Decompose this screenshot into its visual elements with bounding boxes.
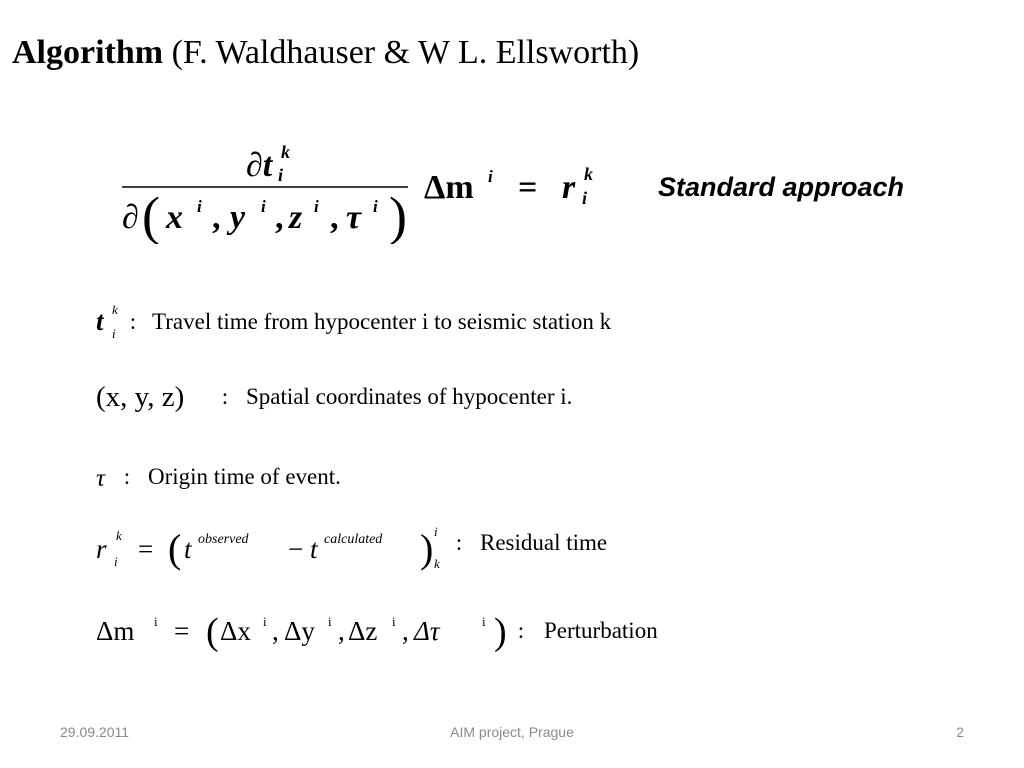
title-bold: Algorithm [12, 34, 164, 71]
pert-dtau: Δτ [413, 616, 441, 646]
pert-dx-sup: i [263, 614, 267, 629]
coords-desc: Spatial coordinates of hypocenter i. [246, 384, 572, 409]
rhs-r-sub: i [582, 188, 587, 208]
residual-desc: Residual time [480, 530, 607, 555]
coords-symbol: (x, y, z) [96, 381, 184, 413]
delta-m: Δm [424, 169, 474, 206]
standard-approach-label: Standard approach [658, 172, 905, 202]
numerator-t: ∂t [246, 147, 274, 184]
den-z-sup: i [314, 197, 319, 216]
pert-paren-right: ) [494, 611, 507, 653]
rhs-r-sup: k [584, 164, 593, 184]
residual-calculated: calculated [324, 532, 383, 547]
pert-comma-1: , [272, 616, 279, 646]
def-coordinates: (x, y, z) : Spatial coordinates of hypoc… [96, 381, 572, 413]
den-x: x [165, 199, 183, 236]
pert-dx: Δx [220, 616, 251, 646]
pert-dy: Δy [284, 616, 315, 646]
residual-observed: observed [198, 532, 250, 547]
den-comma-3: , [330, 199, 339, 236]
footer-date: 29.09.2011 [60, 724, 130, 740]
den-comma-1: , [212, 199, 221, 236]
origin-tau: τ [96, 465, 106, 492]
residual-r-sup: k [116, 528, 122, 543]
residual-paren-right: ) [420, 526, 433, 571]
paren-left: ( [142, 186, 160, 244]
residual-sep: : [450, 530, 474, 555]
residual-eq: = [138, 534, 153, 564]
pert-dtau-sup: i [482, 614, 486, 629]
numerator-sub: i [278, 165, 283, 185]
den-z: z [288, 199, 303, 236]
paren-right: ) [389, 186, 407, 244]
residual-outer-sup: i [434, 524, 438, 539]
pert-sep: : [512, 618, 536, 643]
travel-time-desc: Travel time from hypocenter i to seismic… [152, 309, 612, 334]
den-y: y [226, 199, 246, 236]
def-residual: r k i = ( t observed − t calculated ) i … [96, 524, 607, 571]
equals-sign: = [518, 169, 537, 206]
coords-sep: : [216, 384, 240, 409]
def-perturbation: Δm i = ( Δx i , Δy i , Δz i , Δτ i ) : P… [96, 611, 658, 653]
residual-r-sub: i [114, 554, 118, 569]
pert-lhs: Δm [96, 616, 134, 646]
residual-minus: − [288, 534, 303, 564]
pert-comma-2: , [338, 616, 345, 646]
pert-eq: = [174, 616, 189, 646]
travel-time-sub: i [112, 326, 116, 341]
slide-title: Algorithm (F. Waldhauser & W L. Ellswort… [12, 36, 639, 70]
residual-t-obs: t [184, 534, 193, 564]
title-rest: (F. Waldhauser & W L. Ellsworth) [163, 34, 640, 71]
delta-m-sup: i [488, 167, 493, 186]
travel-time-sup: k [112, 302, 118, 317]
pert-comma-3: , [402, 616, 409, 646]
pert-paren-left: ( [206, 611, 219, 653]
residual-paren-left: ( [168, 526, 181, 571]
denominator-partial: ∂ [122, 199, 139, 236]
den-x-sup: i [197, 197, 202, 216]
residual-outer-sub: k [434, 556, 440, 571]
def-origin-time: τ : Origin time of event. [96, 464, 341, 492]
origin-sep: : [118, 464, 142, 489]
footer-page-number: 2 [956, 724, 964, 740]
den-tau: τ [346, 199, 362, 236]
origin-desc: Origin time of event. [148, 464, 341, 489]
residual-t-calc: t [310, 534, 319, 564]
numerator-sup: k [281, 142, 290, 162]
travel-time-sep: : [124, 309, 148, 334]
den-comma-2: , [275, 199, 284, 236]
residual-r: r [96, 534, 107, 564]
footer-project: AIM project, Prague [450, 724, 574, 740]
def-travel-time: t k i : Travel time from hypocenter i to… [96, 302, 612, 341]
pert-lhs-sup: i [154, 614, 158, 629]
rhs-r: r [562, 169, 576, 206]
pert-dz-sup: i [392, 614, 396, 629]
pert-dz: Δz [348, 616, 377, 646]
den-tau-sup: i [373, 197, 378, 216]
den-y-sup: i [261, 197, 266, 216]
pert-dy-sup: i [328, 614, 332, 629]
main-equation: ∂t k i ∂ ( x i , y i , z i , τ i ) Δm i … [122, 142, 593, 244]
travel-time-t: t [96, 306, 105, 336]
pert-desc: Perturbation [544, 618, 658, 643]
